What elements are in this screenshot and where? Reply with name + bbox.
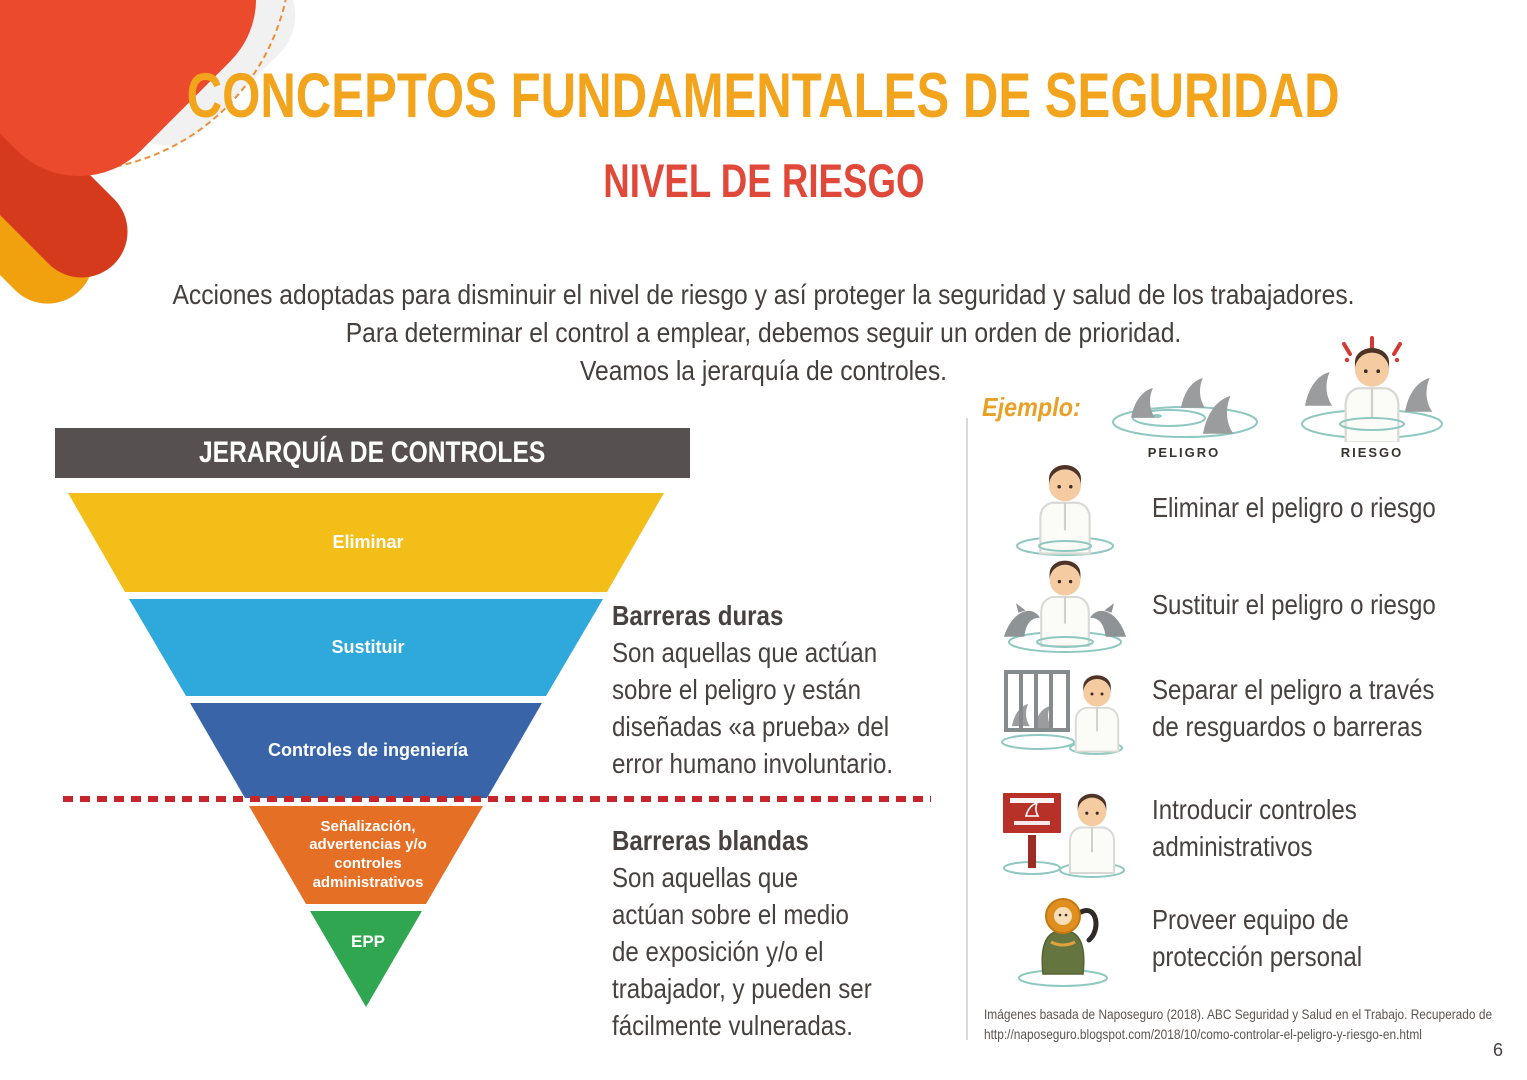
funnel-level-sustituir: Sustituir (129, 599, 603, 696)
example-item-text: Introducir controles administrativos (1152, 794, 1357, 862)
warning-sign-icon (1001, 791, 1125, 878)
funnel-level-epp: EPP (310, 911, 422, 1007)
barreras-duras-body: Son aquellas que actúan sobre el peligro… (612, 637, 894, 779)
diving-suit-icon (1018, 898, 1108, 987)
riesgo-figure: RIESGO (1294, 336, 1450, 460)
peligro-figure: PELIGRO (1104, 372, 1264, 460)
barreras-blandas-body: Son aquellas que actúan sobre el medio d… (612, 862, 872, 1041)
example-item-icon (1000, 886, 1130, 988)
funnel-level-senalizacion: Señalización, advertencias y/o controles… (249, 806, 483, 904)
man-with-dolphins-icon (1004, 559, 1126, 653)
barreras-blandas-block: Barreras blandas Son aquellas que actúan… (612, 822, 956, 1044)
intro-paragraph: Acciones adoptadas para disminuir el niv… (172, 279, 1355, 386)
example-item-icon (1000, 458, 1130, 558)
vertical-divider (966, 418, 968, 1040)
riesgo-label: RIESGO (1340, 445, 1404, 460)
funnel-level-eliminar: Eliminar (68, 493, 664, 592)
barrier-divider-line (63, 796, 931, 802)
example-item-text: Eliminar el peligro o riesgo (1152, 492, 1436, 523)
man-in-water-icon (1016, 463, 1114, 556)
citation: Imágenes basada de Naposeguro (2018). AB… (984, 1006, 1493, 1042)
example-item-text: Proveer equipo de protección personal (1152, 904, 1363, 972)
example-item-icon (1000, 776, 1130, 882)
barreras-duras-block: Barreras duras Son aquellas que actúan s… (612, 597, 956, 782)
page-title: CONCEPTOS FUNDAMENTALES DE SEGURIDAD (186, 61, 1341, 131)
shark-cage-icon (1001, 670, 1123, 755)
hierarchy-header-label: JERARQUÍA DE CONTROLES (199, 436, 546, 469)
page-number: 6 (1492, 1040, 1503, 1060)
example-item-icon (1000, 660, 1130, 764)
page-subtitle: NIVEL DE RIESGO (602, 154, 925, 207)
example-item-text: Sustituir el peligro o riesgo (1152, 589, 1436, 620)
example-item-icon (1000, 556, 1130, 656)
barreras-blandas-title: Barreras blandas (612, 825, 809, 856)
man-among-sharks-icon (1301, 336, 1443, 442)
barreras-duras-title: Barreras duras (612, 600, 784, 631)
example-item-text: Separar el peligro a través de resguardo… (1152, 674, 1435, 742)
hierarchy-header: JERARQUÍA DE CONTROLES (55, 428, 690, 478)
peligro-label: PELIGRO (1147, 445, 1221, 460)
example-label: Ejemplo: (982, 392, 1081, 422)
shark-fins-icon (1111, 378, 1258, 438)
funnel-level-controles-ingenieria: Controles de ingeniería (190, 703, 542, 798)
controls-hierarchy-funnel: Eliminar Sustituir Controles de ingenier… (64, 490, 672, 1010)
